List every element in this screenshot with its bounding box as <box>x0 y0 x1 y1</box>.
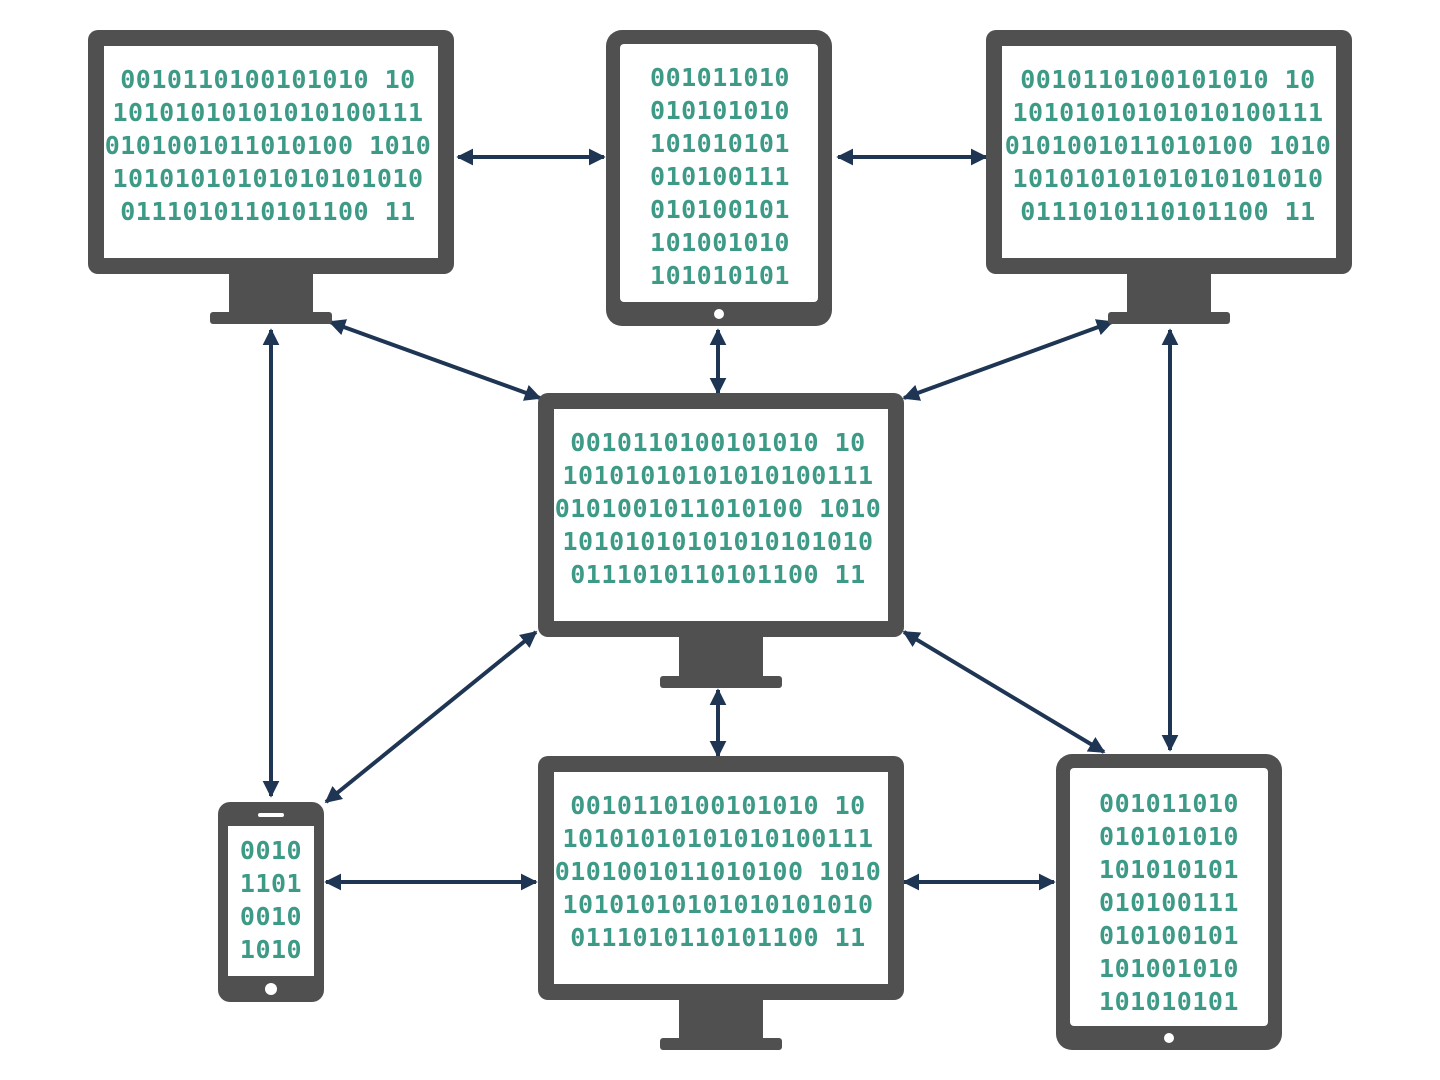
binary-line: 1101 <box>240 869 302 898</box>
binary-line: 0111010110101100 11 <box>1020 197 1315 226</box>
binary-line: 101010101 <box>1099 987 1239 1016</box>
monitor-screen <box>554 409 888 621</box>
monitor-neck <box>679 1000 763 1040</box>
home-button-icon <box>1164 1033 1174 1043</box>
binary-line: 0101001011010100 1010 <box>1005 131 1332 160</box>
binary-line: 1010 <box>240 935 302 964</box>
phone-speaker <box>258 813 284 817</box>
binary-line: 10101010101010100111 <box>1012 98 1323 127</box>
tablet-screen <box>620 44 818 302</box>
binary-line: 0010110100101010 10 <box>120 65 415 94</box>
binary-line: 10101010101010101010 <box>112 164 423 193</box>
binary-text: 0010110100101010 10 10101010101010100111… <box>1005 65 1332 226</box>
phone-bottom-left: 0010 1101 0010 1010 <box>218 802 324 1002</box>
binary-line: 10101010101010100111 <box>562 461 873 490</box>
monitor-screen <box>1002 46 1336 258</box>
phone-screen <box>228 826 314 976</box>
binary-line: 10101010101010101010 <box>562 890 873 919</box>
arrow-monitor-tl-monitor-center <box>328 319 542 401</box>
binary-line: 10101010101010100111 <box>562 824 873 853</box>
monitor-base <box>210 312 332 324</box>
binary-line: 0111010110101100 11 <box>570 923 865 952</box>
binary-line: 0010 <box>240 902 302 931</box>
binary-line: 0111010110101100 11 <box>120 197 415 226</box>
binary-line: 0101001011010100 1010 <box>555 494 882 523</box>
binary-line: 10101010101010100111 <box>112 98 423 127</box>
monitor-neck <box>229 274 313 314</box>
binary-line: 0111010110101100 11 <box>570 560 865 589</box>
monitor-base <box>660 1038 782 1050</box>
binary-line: 101010101 <box>650 129 790 158</box>
binary-line: 0101001011010100 1010 <box>105 131 432 160</box>
monitor-screen <box>554 772 888 984</box>
binary-text: 0010110100101010 10 10101010101010100111… <box>555 791 882 952</box>
binary-line: 101001010 <box>1099 954 1239 983</box>
monitor-top-right: 0010110100101010 10 10101010101010100111… <box>986 30 1352 324</box>
binary-text: 001011010 010101010 101010101 010100111 … <box>1099 789 1239 1016</box>
binary-line: 0010110100101010 10 <box>570 428 865 457</box>
connections <box>262 148 1179 891</box>
binary-line: 0010110100101010 10 <box>570 791 865 820</box>
monitor-base <box>1108 312 1230 324</box>
binary-line: 010101010 <box>1099 822 1239 851</box>
binary-line: 0010 <box>240 836 302 865</box>
tablet-bottom-right: 001011010 010101010 101010101 010100111 … <box>1056 754 1282 1050</box>
binary-line: 010100111 <box>1099 888 1239 917</box>
monitor-neck <box>1127 274 1211 314</box>
monitor-neck <box>679 637 763 679</box>
home-button-icon <box>714 309 724 319</box>
binary-line: 10101010101010101010 <box>562 527 873 556</box>
monitor-screen <box>104 46 438 258</box>
tablet-top: 001011010 010101010 101010101 010100111 … <box>606 30 832 326</box>
binary-line: 010101010 <box>650 96 790 125</box>
binary-line: 101001010 <box>650 228 790 257</box>
binary-text: 001011010 010101010 101010101 010100111 … <box>650 63 790 290</box>
binary-line: 101010101 <box>1099 855 1239 884</box>
binary-line: 0010110100101010 10 <box>1020 65 1315 94</box>
arrow-monitor-tr-monitor-center <box>902 319 1114 401</box>
binary-line: 001011010 <box>1099 789 1239 818</box>
arrow-monitor-center-tablet-br <box>902 630 1106 754</box>
arrow-monitor-center-phone <box>324 630 538 804</box>
monitor-center: 0010110100101010 10 10101010101010100111… <box>538 393 904 688</box>
binary-line: 010100101 <box>1099 921 1239 950</box>
binary-line: 10101010101010101010 <box>1012 164 1323 193</box>
binary-line: 010100101 <box>650 195 790 224</box>
binary-text: 0010110100101010 10 10101010101010100111… <box>105 65 432 226</box>
binary-line: 0101001011010100 1010 <box>555 857 882 886</box>
binary-text: 0010 1101 0010 1010 <box>240 836 302 964</box>
home-button-icon <box>265 983 277 995</box>
monitor-base <box>660 676 782 688</box>
monitor-bottom: 0010110100101010 10 10101010101010100111… <box>538 756 904 1050</box>
binary-line: 010100111 <box>650 162 790 191</box>
binary-line: 001011010 <box>650 63 790 92</box>
binary-line: 101010101 <box>650 261 790 290</box>
binary-text: 0010110100101010 10 10101010101010100111… <box>555 428 882 589</box>
monitor-top-left: 0010110100101010 10 10101010101010100111… <box>88 30 454 324</box>
tablet-screen <box>1070 768 1268 1026</box>
